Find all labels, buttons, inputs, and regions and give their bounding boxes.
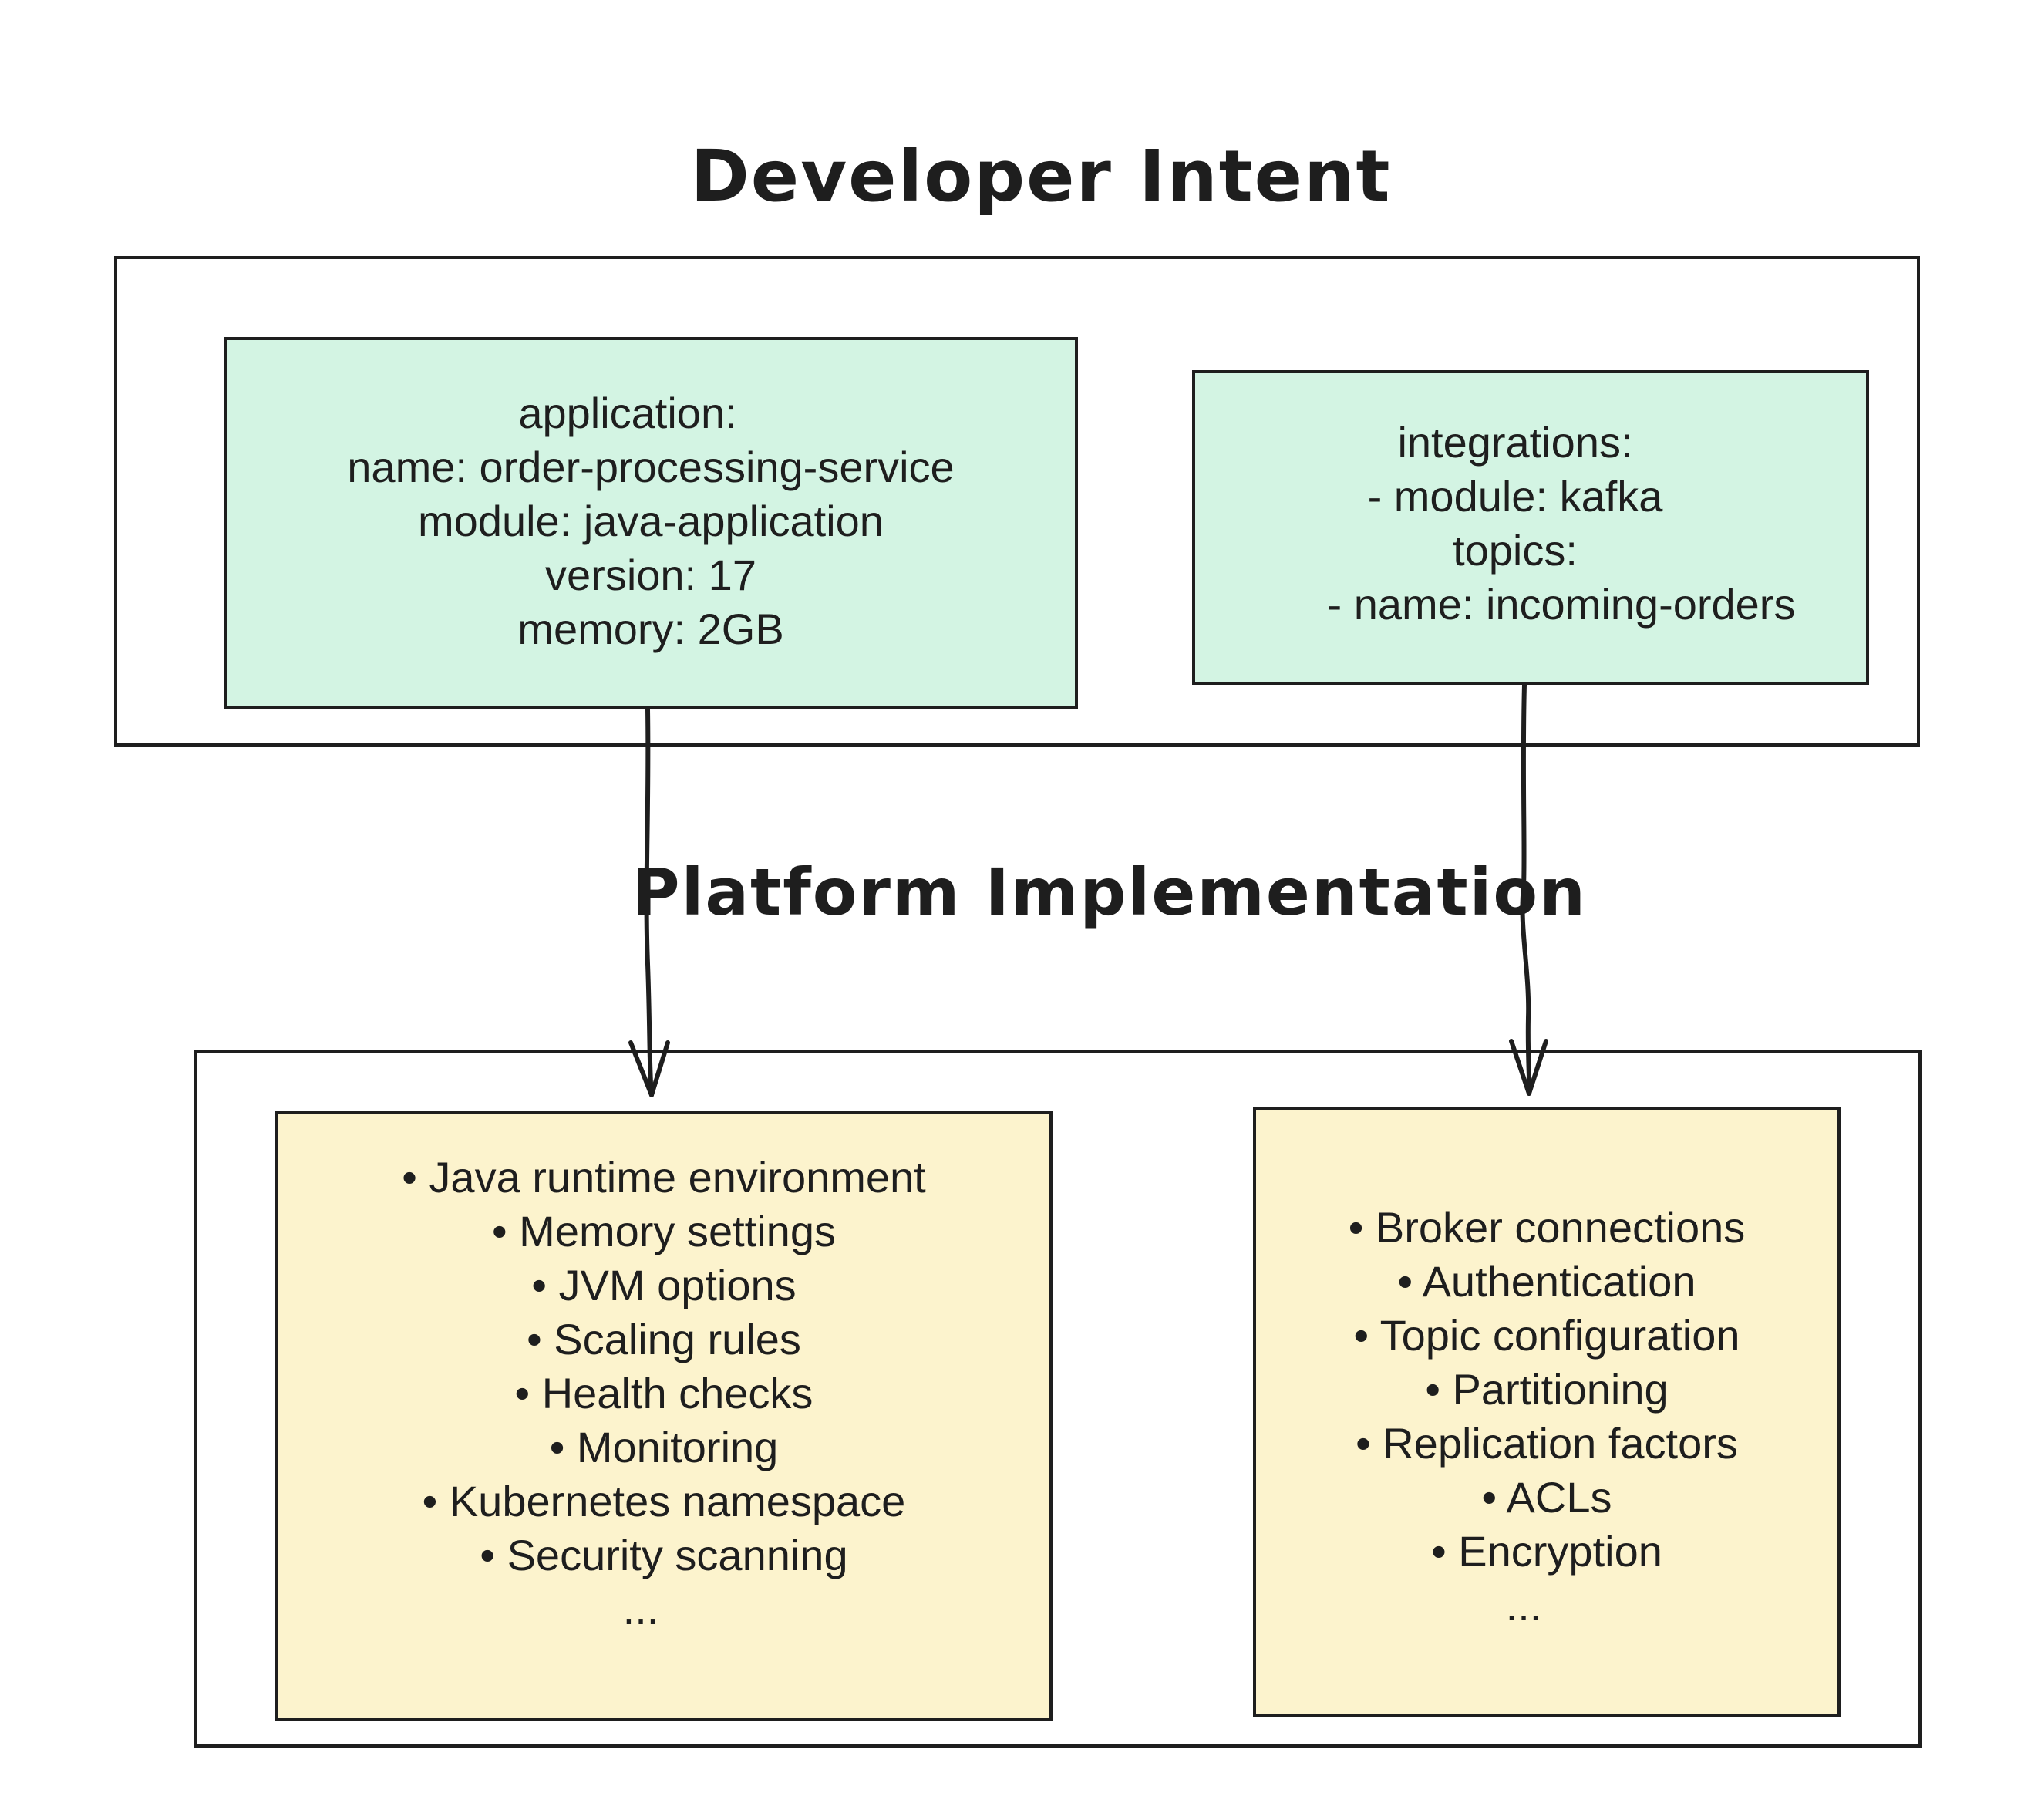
runtime-item: • Health checks — [514, 1369, 813, 1417]
application-line: memory: 2GB — [517, 605, 784, 653]
kafka-item: • Authentication — [1397, 1257, 1696, 1306]
integrations-line: integrations: — [1397, 418, 1633, 467]
integrations-line: - name: incoming-orders — [1327, 580, 1796, 629]
application-line: version: 17 — [545, 551, 756, 599]
integrations-config-card: integrations: - module: kafka topics: - … — [1192, 370, 1869, 685]
runtime-item: • Monitoring — [549, 1423, 779, 1471]
kafka-item: • Broker connections — [1348, 1203, 1746, 1252]
runtime-item: ... — [622, 1585, 659, 1633]
kafka-item: • Replication factors — [1356, 1419, 1738, 1468]
runtime-item: • Security scanning — [480, 1531, 848, 1579]
kafka-item: • Topic configuration — [1353, 1311, 1740, 1360]
runtime-item: • Java runtime environment — [402, 1153, 926, 1202]
application-line: module: java-application — [418, 497, 884, 545]
kafka-item: • Encryption — [1431, 1527, 1662, 1576]
kafka-item: • ACLs — [1481, 1473, 1612, 1522]
developer-intent-heading: Developer Intent — [690, 135, 1392, 217]
kafka-item: ... — [1505, 1581, 1542, 1630]
runtime-item: • JVM options — [531, 1261, 797, 1309]
java-runtime-card: • Java runtime environment • Memory sett… — [275, 1111, 1053, 1721]
runtime-item: • Kubernetes namespace — [422, 1477, 906, 1525]
application-line: name: order-processing-service — [347, 443, 955, 491]
kafka-item: • Partitioning — [1425, 1365, 1669, 1414]
integrations-line: topics: — [1453, 526, 1578, 575]
runtime-item: • Memory settings — [492, 1207, 836, 1255]
runtime-item: • Scaling rules — [527, 1315, 801, 1363]
integrations-line: - module: kafka — [1367, 472, 1663, 521]
application-config-card: application: name: order-processing-serv… — [224, 337, 1078, 709]
platform-implementation-frame — [194, 1050, 1922, 1748]
developer-intent-frame — [114, 256, 1920, 747]
application-line: application: — [518, 389, 737, 437]
kafka-integration-card: • Broker connections • Authentication • … — [1253, 1107, 1841, 1717]
platform-implementation-heading: Platform Implementation — [632, 854, 1587, 930]
